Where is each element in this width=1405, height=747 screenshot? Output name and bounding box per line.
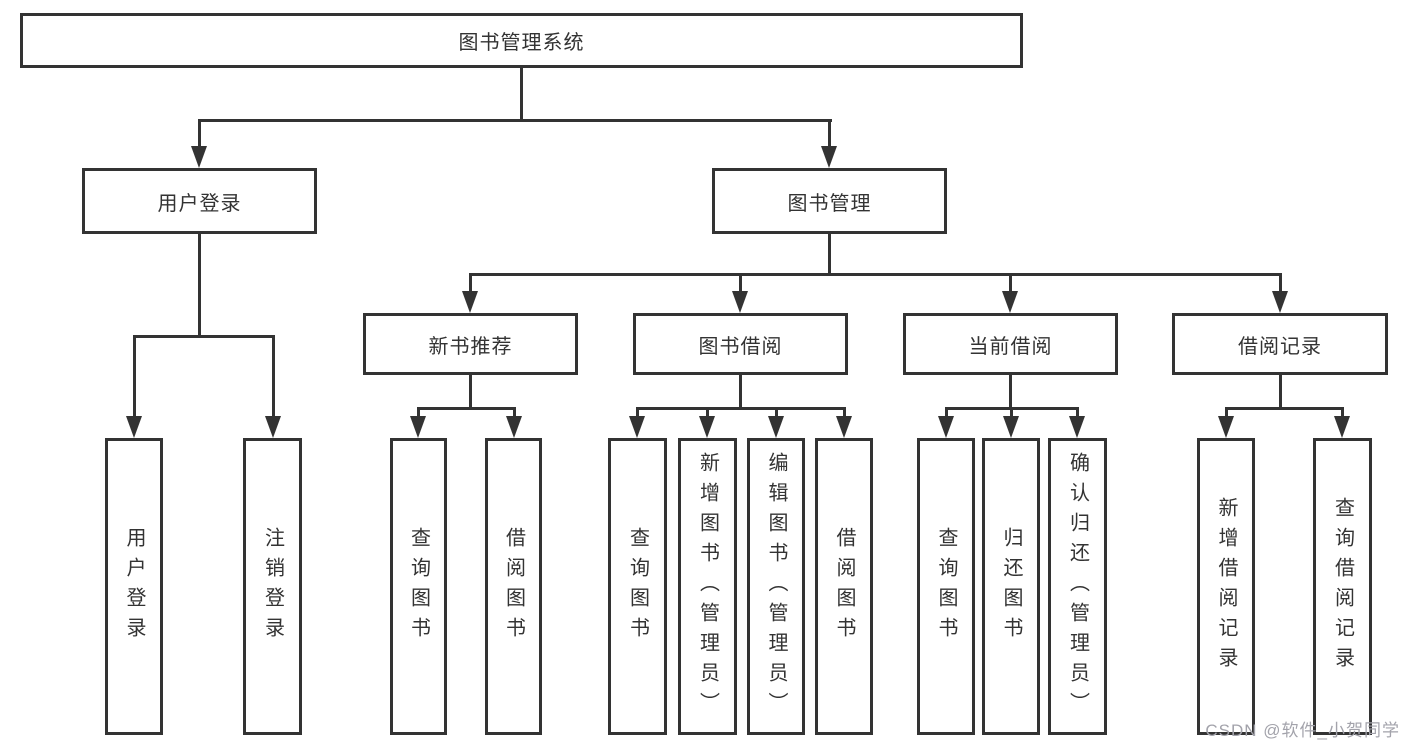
arrow-to-leaf-logout <box>265 335 281 438</box>
node-leaf-edit-books-admin-label: 编辑图书（管理员） <box>765 451 787 722</box>
arrow-to-edit-books-admin <box>768 407 784 438</box>
node-leaf-bb-borrow-books-label: 借阅图书 <box>833 526 855 647</box>
node-library-system: 图书管理系统 <box>20 13 1023 68</box>
node-leaf-bb-query-books-label: 查询图书 <box>626 526 649 647</box>
node-borrowing-records: 借阅记录 <box>1172 313 1388 375</box>
connector-current-stem <box>1008 375 1012 410</box>
node-user-login-label: 用户登录 <box>157 192 242 215</box>
arrow-to-cb-query-books <box>938 407 954 438</box>
node-leaf-add-borrow-record: 新增借阅记录 <box>1197 438 1255 735</box>
connector-borrowing-crossbar <box>635 407 846 410</box>
arrow-to-rec-query-books <box>410 407 426 438</box>
node-book-management-label: 图书管理 <box>787 192 872 215</box>
node-leaf-bb-borrow-books: 借阅图书 <box>815 438 873 735</box>
node-leaf-logout-label: 注销登录 <box>261 526 284 647</box>
connector-recommend-crossbar <box>416 407 516 410</box>
connector-book-mgmt-crossbar <box>468 273 1282 276</box>
node-leaf-cb-query-books-label: 查询图书 <box>935 526 957 647</box>
node-leaf-rec-borrow-books-label: 借阅图书 <box>502 526 525 647</box>
arrow-to-query-borrow-record <box>1334 407 1350 438</box>
node-new-book-recommend: 新书推荐 <box>363 313 578 375</box>
csdn-watermark: CSDN @软件_小贺同学 <box>1205 721 1400 740</box>
connector-records-crossbar <box>1224 407 1344 410</box>
node-library-system-label: 图书管理系统 <box>458 32 585 54</box>
node-leaf-add-books-admin: 新增图书（管理员） <box>678 438 737 735</box>
arrow-to-borrowing-records <box>1272 273 1288 313</box>
node-current-borrowing-label: 当前借阅 <box>968 335 1053 358</box>
arrow-to-return-books <box>1003 407 1019 438</box>
node-leaf-logout: 注销登录 <box>243 438 302 735</box>
connector-recommend-stem <box>468 375 472 410</box>
node-leaf-cb-query-books: 查询图书 <box>917 438 975 735</box>
node-leaf-add-borrow-record-label: 新增借阅记录 <box>1215 496 1237 677</box>
node-leaf-confirm-return-admin: 确认归还（管理员） <box>1048 438 1107 735</box>
node-book-borrowing-label: 图书借阅 <box>698 335 783 358</box>
node-leaf-rec-query-books-label: 查询图书 <box>407 526 430 647</box>
node-leaf-rec-query-books: 查询图书 <box>390 438 447 735</box>
arrow-to-add-books-admin <box>699 407 715 438</box>
arrow-to-confirm-return-admin <box>1069 407 1085 438</box>
connector-book-mgmt-stem <box>827 234 831 276</box>
node-leaf-bb-query-books: 查询图书 <box>608 438 667 735</box>
node-leaf-return-books-label: 归还图书 <box>1000 526 1022 647</box>
arrow-to-bb-borrow-books <box>836 407 852 438</box>
arrow-to-leaf-user-login <box>126 335 142 438</box>
arrow-to-bb-query-books <box>629 407 645 438</box>
arrow-to-user-login <box>191 119 207 168</box>
connector-user-login-stem <box>197 234 201 338</box>
connector-root-crossbar <box>197 119 832 122</box>
node-leaf-edit-books-admin: 编辑图书（管理员） <box>747 438 805 735</box>
connector-records-stem <box>1278 375 1282 410</box>
arrow-to-add-borrow-record <box>1218 407 1234 438</box>
node-user-login: 用户登录 <box>82 168 317 234</box>
connector-root-stem <box>519 68 523 122</box>
node-leaf-confirm-return-admin-label: 确认归还（管理员） <box>1066 451 1089 722</box>
node-leaf-user-login: 用户登录 <box>105 438 163 735</box>
arrow-to-new-book-recommend <box>462 273 478 313</box>
node-book-borrowing: 图书借阅 <box>633 313 848 375</box>
arrow-to-book-management <box>821 119 837 168</box>
node-book-management: 图书管理 <box>712 168 947 234</box>
node-leaf-query-borrow-record-label: 查询借阅记录 <box>1331 496 1354 677</box>
node-new-book-recommend-label: 新书推荐 <box>428 335 513 358</box>
node-leaf-user-login-label: 用户登录 <box>123 526 145 647</box>
arrow-to-rec-borrow-books <box>506 407 522 438</box>
node-leaf-add-books-admin-label: 新增图书（管理员） <box>696 451 719 722</box>
node-leaf-rec-borrow-books: 借阅图书 <box>485 438 542 735</box>
connector-borrowing-stem <box>738 375 742 410</box>
arrow-to-book-borrowing <box>732 273 748 313</box>
node-borrowing-records-label: 借阅记录 <box>1238 335 1322 358</box>
node-leaf-return-books: 归还图书 <box>982 438 1040 735</box>
node-current-borrowing: 当前借阅 <box>903 313 1118 375</box>
node-leaf-query-borrow-record: 查询借阅记录 <box>1313 438 1372 735</box>
connector-user-login-crossbar <box>132 335 275 338</box>
arrow-to-current-borrowing <box>1002 273 1018 313</box>
